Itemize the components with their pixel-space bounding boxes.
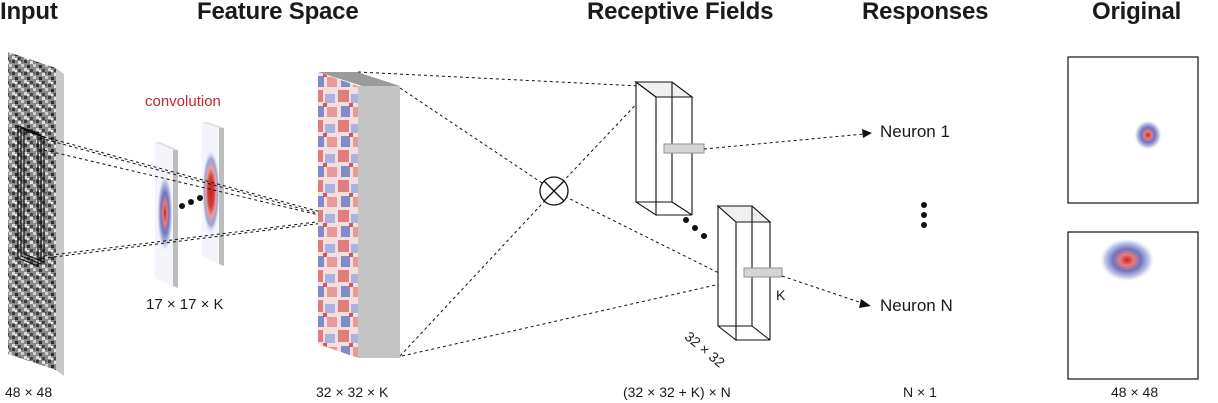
neuron-1-label: Neuron 1 xyxy=(880,122,950,141)
feature-space-header: Feature Space xyxy=(197,0,359,25)
conv-kernel-2 xyxy=(202,122,224,266)
original-panel-2 xyxy=(1067,231,1199,380)
k-label: K xyxy=(776,287,786,303)
feature-space-block xyxy=(318,72,400,358)
responses-header: Responses xyxy=(862,0,989,25)
kernel-ellipsis xyxy=(179,195,203,209)
circled-times-icon xyxy=(539,176,569,206)
receptive-fields-header: Receptive Fields xyxy=(587,0,774,25)
input-header: Input xyxy=(0,0,58,25)
feature-projection-lines xyxy=(357,71,726,357)
convolution-label: convolution xyxy=(145,93,221,110)
responses-dimension: N × 1 xyxy=(903,384,937,400)
receptive-field-ellipsis xyxy=(683,217,707,239)
response-arrow-1 xyxy=(703,133,865,150)
original-panel-1 xyxy=(1067,56,1199,204)
feature-space-dimension: 32 × 32 × K xyxy=(316,384,389,400)
neuron-n-label: Neuron N xyxy=(880,296,953,315)
receptive-field-1 xyxy=(634,80,705,217)
input-dimension: 48 × 48 xyxy=(5,384,53,400)
arrowhead-n xyxy=(859,299,871,308)
conv-kernel-1 xyxy=(155,142,178,288)
arrowhead-1 xyxy=(862,129,872,138)
receptive-field-n xyxy=(716,204,783,342)
input-projection-lines xyxy=(25,131,333,261)
response-arrow-n xyxy=(781,275,863,304)
original-dimension: 48 × 48 xyxy=(1111,384,1159,400)
response-ellipsis xyxy=(921,202,927,228)
kernel-size-label: 17 × 17 × K xyxy=(146,296,224,313)
original-header: Original xyxy=(1092,0,1182,25)
input-image xyxy=(8,52,64,376)
receptive-fields-dimension: (32 × 32 + K) × N xyxy=(623,384,731,400)
